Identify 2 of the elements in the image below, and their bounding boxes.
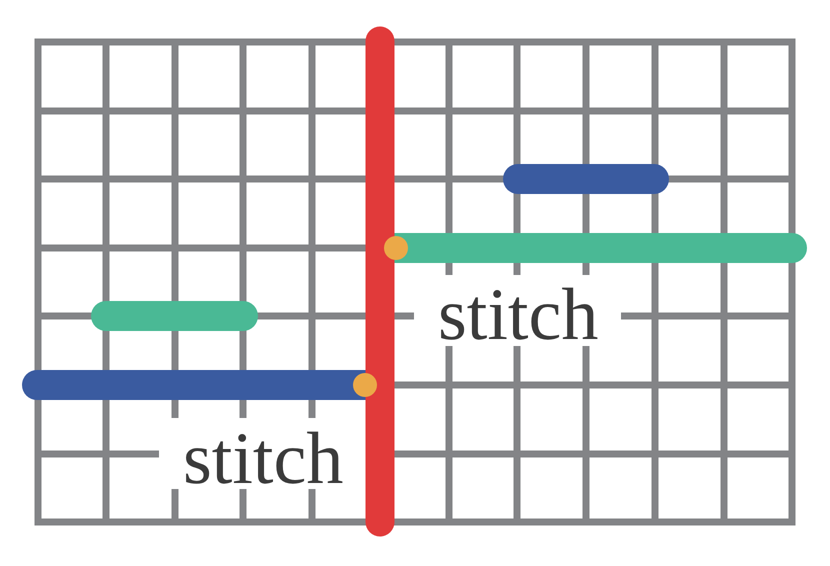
text-label: stitch bbox=[183, 422, 344, 496]
text-label: stitch bbox=[438, 278, 598, 352]
